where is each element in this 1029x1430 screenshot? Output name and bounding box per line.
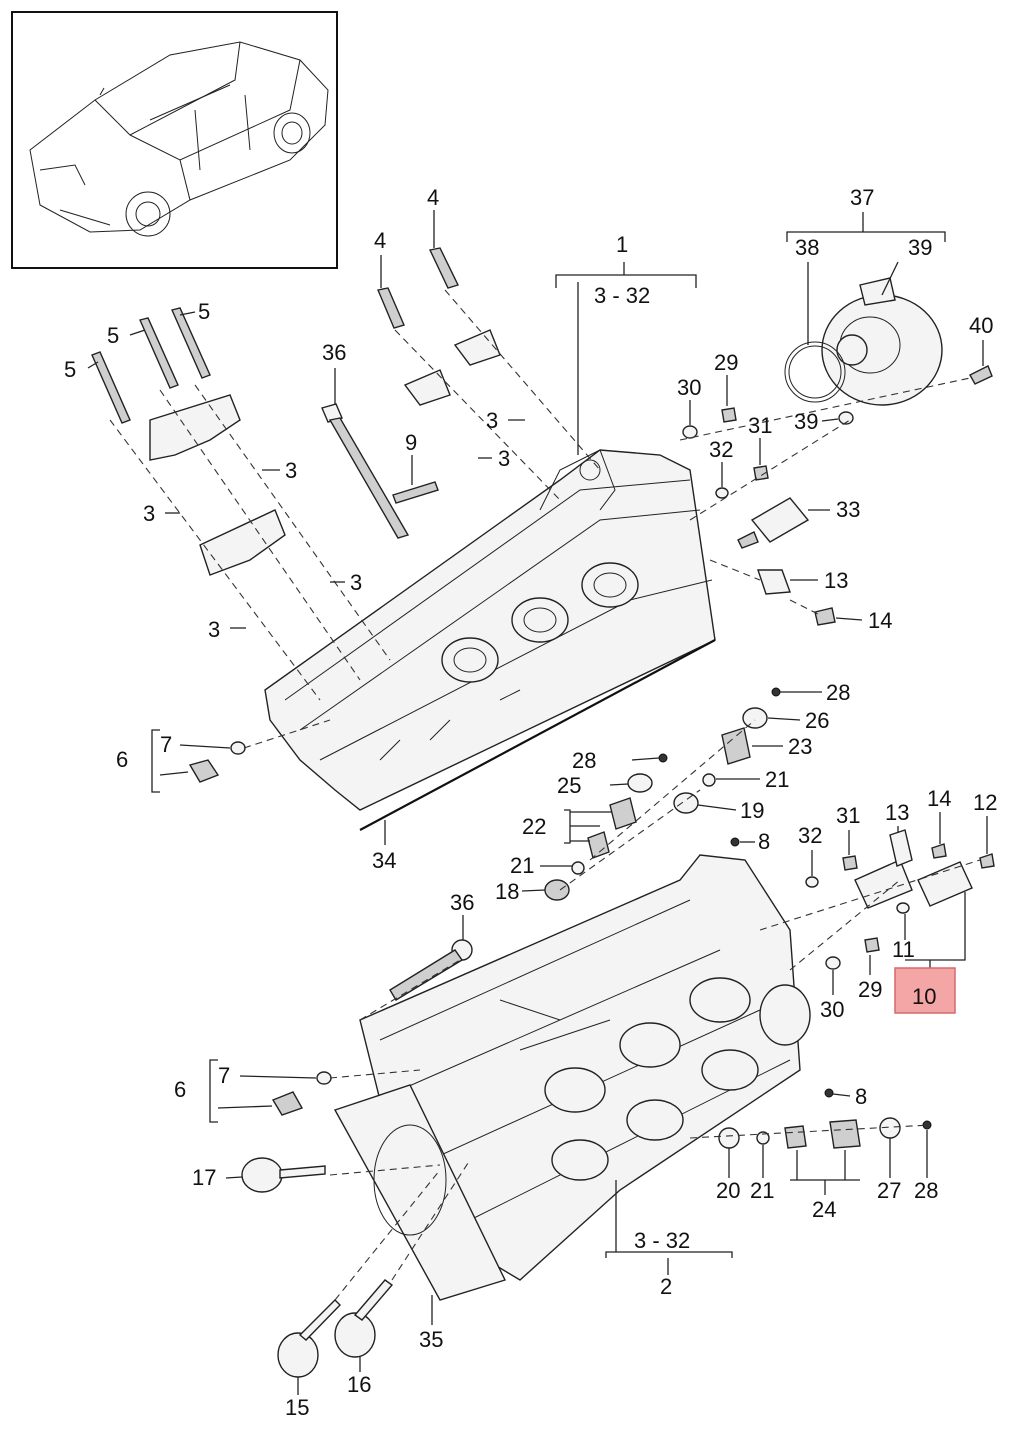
callout-labels: 1 3 - 32 2 3 - 32 4 4 5 5 5 36 9 3 3 3 3… <box>64 185 997 1420</box>
cylinder-head-upper <box>264 449 716 831</box>
valves <box>241 1157 394 1378</box>
sensors-upper <box>682 407 836 626</box>
label-5c: 5 <box>198 299 210 324</box>
assembly-dash-lines <box>109 289 981 1301</box>
label-29-upper: 29 <box>714 350 738 375</box>
label-28c: 28 <box>914 1178 938 1203</box>
label-3c: 3 <box>285 458 297 483</box>
label-30-lower: 30 <box>820 997 844 1022</box>
label-16: 16 <box>347 1372 371 1397</box>
label-18: 18 <box>495 879 519 904</box>
label-28a: 28 <box>826 680 850 705</box>
camshaft-seals <box>544 687 932 1149</box>
label-21b: 21 <box>510 853 534 878</box>
label-38: 38 <box>795 235 819 260</box>
label-27: 27 <box>877 1178 901 1203</box>
label-39b: 39 <box>794 409 818 434</box>
head-gasket <box>333 1084 506 1301</box>
label-21a: 21 <box>765 767 789 792</box>
label-2: 2 <box>660 1274 672 1299</box>
label-17: 17 <box>192 1165 216 1190</box>
label-26: 26 <box>805 708 829 733</box>
bolts-upper <box>91 247 459 539</box>
label-19: 19 <box>740 798 764 823</box>
label-40: 40 <box>969 313 993 338</box>
label-39a: 39 <box>908 235 932 260</box>
leader-lines <box>87 210 988 1395</box>
vacuum-pump <box>784 277 993 425</box>
label-3e: 3 <box>350 570 362 595</box>
label-25: 25 <box>557 773 581 798</box>
bearing-caps-upper <box>149 329 501 576</box>
label-24: 24 <box>812 1197 836 1222</box>
label-5b: 5 <box>107 323 119 348</box>
label-32-upper: 32 <box>709 437 733 462</box>
label-36-lower: 36 <box>450 890 474 915</box>
label-11: 11 <box>892 937 915 962</box>
label-7-lower: 7 <box>218 1063 230 1088</box>
plug-6-upper <box>188 741 246 783</box>
label-35: 35 <box>419 1327 443 1352</box>
label-21c: 21 <box>750 1178 774 1203</box>
label-13-lower: 13 <box>885 800 909 825</box>
label-34: 34 <box>372 848 396 873</box>
label-13-upper: 13 <box>824 568 848 593</box>
label-3b: 3 <box>498 446 510 471</box>
plug-6-lower <box>271 1071 332 1116</box>
label-32-lower: 32 <box>798 823 822 848</box>
vehicle-thumbnail <box>11 11 338 269</box>
label-8b: 8 <box>855 1084 867 1109</box>
label-14-lower: 14 <box>927 786 951 811</box>
label-6-lower: 6 <box>174 1077 186 1102</box>
label-28b: 28 <box>572 748 596 773</box>
label-31-upper: 31 <box>748 413 772 438</box>
label-20: 20 <box>716 1178 740 1203</box>
cylinder-head-lower <box>359 854 811 1281</box>
label-33: 33 <box>836 497 860 522</box>
label-3f: 3 <box>208 617 220 642</box>
label-15: 15 <box>285 1395 309 1420</box>
highlight-box-10 <box>894 967 956 1014</box>
label-10: 10 <box>912 984 936 1009</box>
label-9: 9 <box>405 430 417 455</box>
label-14-upper: 14 <box>868 608 892 633</box>
label-3a: 3 <box>486 408 498 433</box>
label-6-upper: 6 <box>116 747 128 772</box>
label-36-upper: 36 <box>322 340 346 365</box>
label-22: 22 <box>522 814 546 839</box>
label-5a: 5 <box>64 357 76 382</box>
sensors-lower <box>805 829 995 970</box>
label-4b: 4 <box>427 185 439 210</box>
label-7-upper: 7 <box>160 732 172 757</box>
label-1-range: 3 - 32 <box>594 283 650 308</box>
label-1: 1 <box>616 232 628 257</box>
label-2-range: 3 - 32 <box>634 1228 690 1253</box>
label-37: 37 <box>850 185 874 210</box>
label-3d: 3 <box>143 501 155 526</box>
label-8a: 8 <box>758 829 770 854</box>
label-23: 23 <box>788 734 812 759</box>
label-30-upper: 30 <box>677 375 701 400</box>
label-4a: 4 <box>374 228 386 253</box>
label-31-lower: 31 <box>836 803 860 828</box>
label-29-lower: 29 <box>858 977 882 1002</box>
bolt-36-lower <box>389 939 473 1001</box>
label-12: 12 <box>973 790 997 815</box>
